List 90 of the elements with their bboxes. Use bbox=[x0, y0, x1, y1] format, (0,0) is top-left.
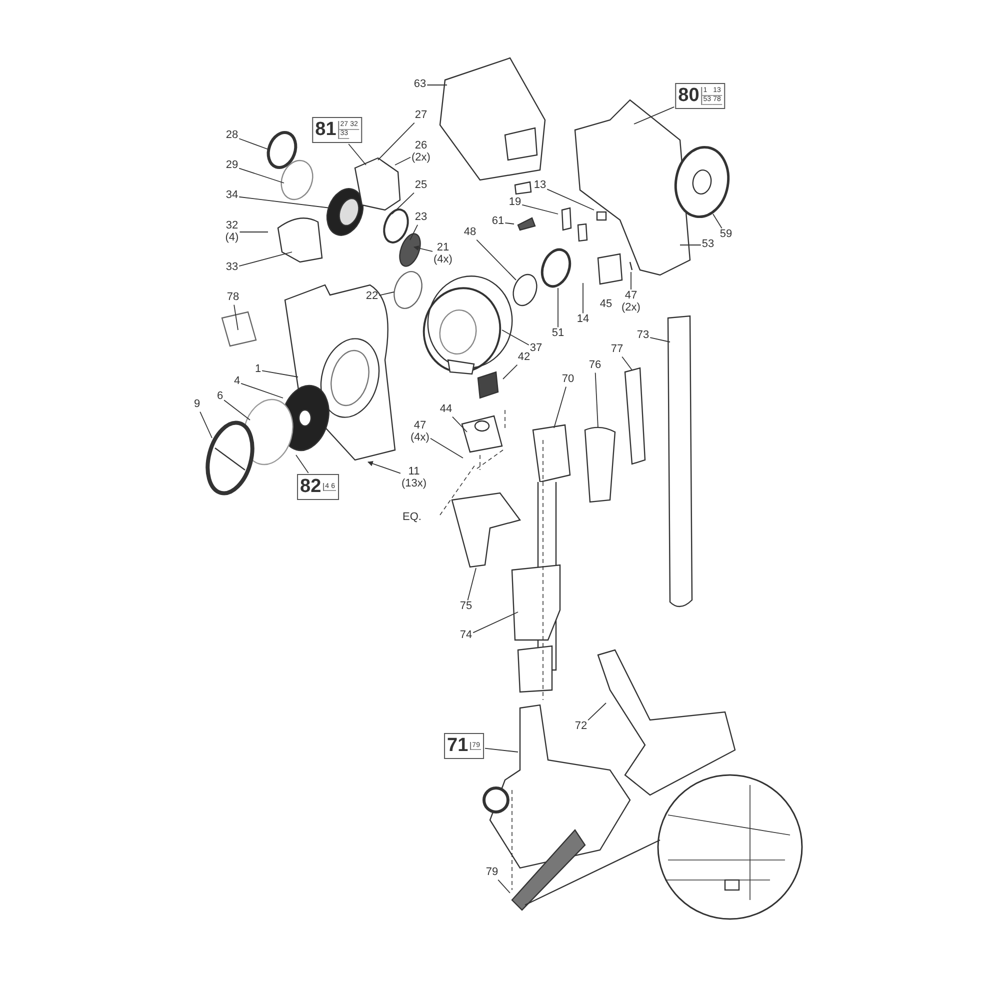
leader-line bbox=[630, 272, 632, 290]
leader-line bbox=[238, 196, 330, 208]
callout-number: 6 bbox=[216, 391, 224, 403]
leader-line bbox=[392, 192, 414, 214]
callout-number: 1 bbox=[254, 364, 262, 376]
leader-line bbox=[262, 370, 298, 378]
leader-line bbox=[296, 454, 309, 474]
callout-number: EQ. bbox=[402, 511, 422, 523]
leader-line bbox=[426, 84, 448, 86]
leader-line bbox=[234, 304, 238, 330]
callout-number: 53 bbox=[702, 239, 714, 251]
callout-number: 4 bbox=[234, 376, 240, 388]
leader-line bbox=[430, 438, 464, 458]
leader-line bbox=[200, 411, 212, 438]
leader-line bbox=[410, 224, 418, 240]
callout-number: 75 bbox=[460, 601, 472, 613]
callout-number: 48 bbox=[464, 227, 476, 239]
leader-line bbox=[238, 138, 270, 150]
leader-line bbox=[594, 372, 598, 428]
callout-number: 26 (2x) bbox=[412, 140, 430, 164]
leader-line bbox=[452, 416, 468, 432]
leader-line bbox=[504, 222, 514, 224]
callout-number: 22 bbox=[366, 291, 378, 303]
kit-number: 82 bbox=[300, 476, 322, 498]
callout-number: 32 (4) bbox=[225, 220, 239, 244]
callout-number: 51 bbox=[552, 328, 564, 340]
kit-box bbox=[312, 117, 362, 143]
callout-number: 47 (4x) bbox=[410, 420, 430, 444]
leader-line bbox=[240, 382, 284, 398]
leader-line bbox=[546, 188, 594, 210]
leader-line bbox=[650, 337, 670, 342]
kit-number: 81 bbox=[315, 119, 338, 141]
callout-number: 25 bbox=[414, 180, 428, 192]
leader-line bbox=[378, 292, 394, 296]
callout-number: 11 (13x) bbox=[401, 466, 427, 490]
callout-number: 47 (2x) bbox=[622, 290, 640, 314]
callout-number: 44 bbox=[440, 404, 452, 416]
leader-line bbox=[680, 244, 702, 246]
callout-number: 27 bbox=[414, 110, 428, 122]
leader-line bbox=[588, 702, 606, 721]
callout-number: 63 bbox=[414, 79, 426, 91]
leader-line bbox=[394, 156, 411, 166]
callout-number: 45 bbox=[600, 298, 612, 310]
callout-number: 34 bbox=[226, 190, 238, 202]
callout-number: 72 bbox=[574, 721, 588, 733]
leader-line bbox=[582, 282, 584, 314]
callout-number: 29 bbox=[226, 160, 238, 172]
callout-number: 42 bbox=[518, 352, 530, 364]
leader-line bbox=[712, 214, 722, 229]
callout-number: 33 bbox=[226, 262, 238, 274]
callout-number: 37 bbox=[530, 343, 542, 355]
kit-number: 80 bbox=[678, 85, 700, 107]
leader-line bbox=[378, 122, 415, 160]
callout-number: 28 bbox=[226, 130, 238, 142]
leader-line bbox=[476, 239, 516, 280]
callout-number: 78 bbox=[226, 292, 240, 304]
kit-box bbox=[675, 83, 725, 109]
leader-line bbox=[472, 612, 518, 634]
leader-line bbox=[484, 748, 518, 752]
callout-number: 14 bbox=[576, 314, 590, 326]
leader-line bbox=[502, 364, 518, 380]
leader-line bbox=[467, 568, 476, 601]
callout-number: 21 (4x) bbox=[434, 242, 452, 266]
leader-line bbox=[522, 204, 558, 214]
callout-number: 9 bbox=[194, 399, 200, 411]
callout-number: 61 bbox=[492, 216, 504, 228]
callout-number: 70 bbox=[562, 374, 574, 386]
callout-number: 77 bbox=[610, 344, 624, 356]
leader-line bbox=[238, 252, 292, 267]
kit-box bbox=[297, 474, 339, 500]
callout-number: 23 bbox=[414, 212, 428, 224]
leader-line bbox=[348, 144, 366, 166]
leader-line bbox=[498, 879, 510, 894]
callout-number: 59 bbox=[720, 229, 732, 241]
callout-number: 79 bbox=[486, 867, 498, 879]
leader-line bbox=[238, 168, 284, 184]
leader-line bbox=[622, 356, 632, 370]
leader-line bbox=[224, 400, 250, 420]
callout-number: 73 bbox=[636, 330, 650, 342]
callout-number: 74 bbox=[460, 630, 472, 642]
callout-number: 19 bbox=[508, 197, 522, 209]
leader-line bbox=[554, 386, 566, 428]
leader-line bbox=[502, 330, 530, 346]
leader-line bbox=[413, 246, 433, 252]
kit-box bbox=[444, 733, 484, 759]
callout-number: 13 bbox=[534, 180, 546, 192]
kit-number: 71 bbox=[447, 735, 470, 757]
leader-line bbox=[368, 461, 401, 474]
callout-number: 76 bbox=[588, 360, 602, 372]
leader-line bbox=[634, 106, 675, 124]
